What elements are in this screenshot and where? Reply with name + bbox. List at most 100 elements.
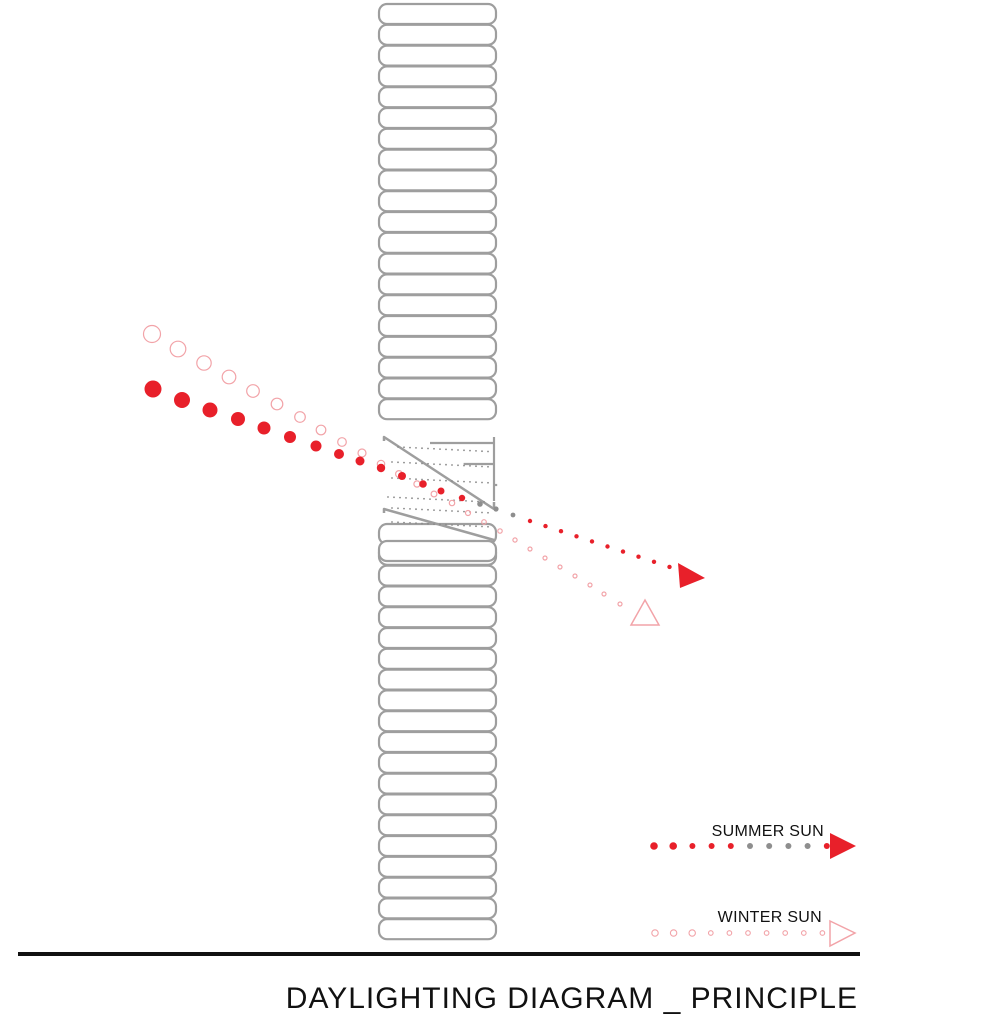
hatch-dot: [441, 498, 443, 501]
hatch-dot: [427, 462, 429, 465]
legend-winter-dot: [669, 929, 678, 937]
hatch-dot: [439, 479, 441, 482]
summer-ray-dot: [636, 554, 641, 559]
wall-slab: [377, 710, 498, 733]
wall-slab: [377, 689, 498, 712]
hatch-dot: [427, 478, 429, 481]
wall-slab: [377, 44, 498, 67]
wall-slab: [377, 772, 498, 795]
diagram-title: DAYLIGHTING DIAGRAM _ PRINCIPLE: [286, 982, 858, 1015]
wall-slab: [377, 564, 498, 587]
legend-winter-dot: [782, 930, 789, 936]
hatch-dot: [433, 479, 435, 481]
wall-slab: [377, 834, 498, 858]
summer-ray-dot: [231, 412, 245, 426]
winter-sun-arrow-icon: [629, 598, 661, 626]
summer-ray-dot: [620, 549, 626, 554]
wall-slab: [377, 606, 498, 629]
legend-summer-dot: [727, 843, 734, 849]
legend-winter-dot: [651, 929, 659, 937]
wall-slab: [377, 86, 498, 109]
hatch-dot: [445, 448, 447, 451]
hatch-dot: [457, 464, 459, 467]
hatch-dot: [397, 446, 399, 448]
legend-summer-dot: [708, 843, 715, 849]
winter-ray-dot: [601, 591, 607, 597]
summer-ray-dot: [458, 494, 466, 502]
hatch-dot: [397, 521, 399, 524]
hatch-dot: [421, 462, 423, 465]
hatch-dot: [403, 507, 405, 510]
hatch-dot: [481, 465, 483, 468]
hatch-dot: [469, 525, 471, 527]
hatch-dot: [463, 510, 465, 513]
hatch-dot: [421, 522, 423, 525]
hatch-dot: [481, 450, 483, 453]
wall-slab: [377, 585, 498, 608]
wall-slab: [377, 106, 498, 130]
hatch-dot: [447, 499, 449, 501]
wall-slab: [377, 65, 498, 88]
wall-slab: [377, 918, 498, 941]
hatch-dot: [487, 525, 489, 528]
hatch-dot: [457, 524, 459, 527]
wall-slab: [377, 2, 498, 26]
hatch-dot: [433, 523, 435, 525]
wall-slab: [377, 377, 498, 400]
winter-ray-dot: [413, 480, 421, 488]
facade-wall: [377, 2, 498, 941]
hatch-dot: [421, 508, 423, 511]
hatch-dot: [481, 525, 483, 528]
legend-summer-dot: [804, 843, 811, 849]
summer-ray-dot: [543, 523, 548, 529]
summer-ray-dot: [558, 529, 564, 534]
wall-slab: [377, 210, 498, 234]
hatch-dot: [487, 465, 489, 468]
hatch-dot: [463, 464, 465, 467]
hatch-dot: [475, 465, 477, 468]
hatch-dot: [411, 497, 413, 500]
wall-slab: [377, 814, 498, 837]
hatch-dot: [391, 521, 393, 523]
wall-slab: [377, 356, 498, 379]
hatch-dot: [391, 461, 393, 463]
summer-sun-ray: [144, 380, 672, 570]
winter-ray-dot: [448, 499, 456, 507]
summer-ray-dot-inside: [510, 512, 516, 518]
legend-winter-arrow-icon: [829, 919, 857, 948]
hatch-dot: [465, 500, 467, 502]
hatch-dot: [409, 522, 411, 524]
hatch-dot: [433, 463, 435, 465]
summer-ray-dot: [310, 440, 322, 452]
winter-ray-dot: [294, 411, 306, 423]
wall-slab: [377, 876, 498, 899]
wall-slab: [377, 668, 498, 691]
winter-ray-dot: [557, 564, 563, 570]
winter-ray-dot: [315, 424, 327, 436]
legend: SUMMER SUN WINTER SUN: [650, 823, 857, 948]
hatch-dot: [421, 447, 423, 450]
lower-shelf-edge: [382, 507, 495, 542]
hatch-dot: [439, 448, 441, 450]
wall-slab: [377, 793, 498, 816]
hatch-dot: [393, 496, 395, 499]
hatch-dot: [427, 522, 429, 525]
wall-slab: [377, 314, 498, 338]
legend-winter-dot: [688, 929, 696, 937]
summer-ray-dot: [334, 449, 344, 459]
legend-summer-dot: [650, 842, 658, 850]
legend-winter-dot: [819, 930, 826, 936]
hatch-dot: [427, 508, 429, 511]
winter-ray-dot: [481, 519, 487, 525]
hatch-dot: [487, 511, 489, 514]
hatch-dot: [469, 449, 471, 452]
hatch-dot: [481, 511, 483, 514]
hatch-dot: [409, 446, 411, 449]
legend-winter-dot: [745, 930, 751, 936]
wall-slab: [377, 647, 498, 670]
wall-slab: [377, 127, 498, 150]
hatch-dot: [475, 511, 477, 514]
hatch-dot: [403, 521, 405, 524]
legend-winter-label: WINTER SUN: [718, 909, 822, 926]
wall-slab: [377, 335, 498, 358]
